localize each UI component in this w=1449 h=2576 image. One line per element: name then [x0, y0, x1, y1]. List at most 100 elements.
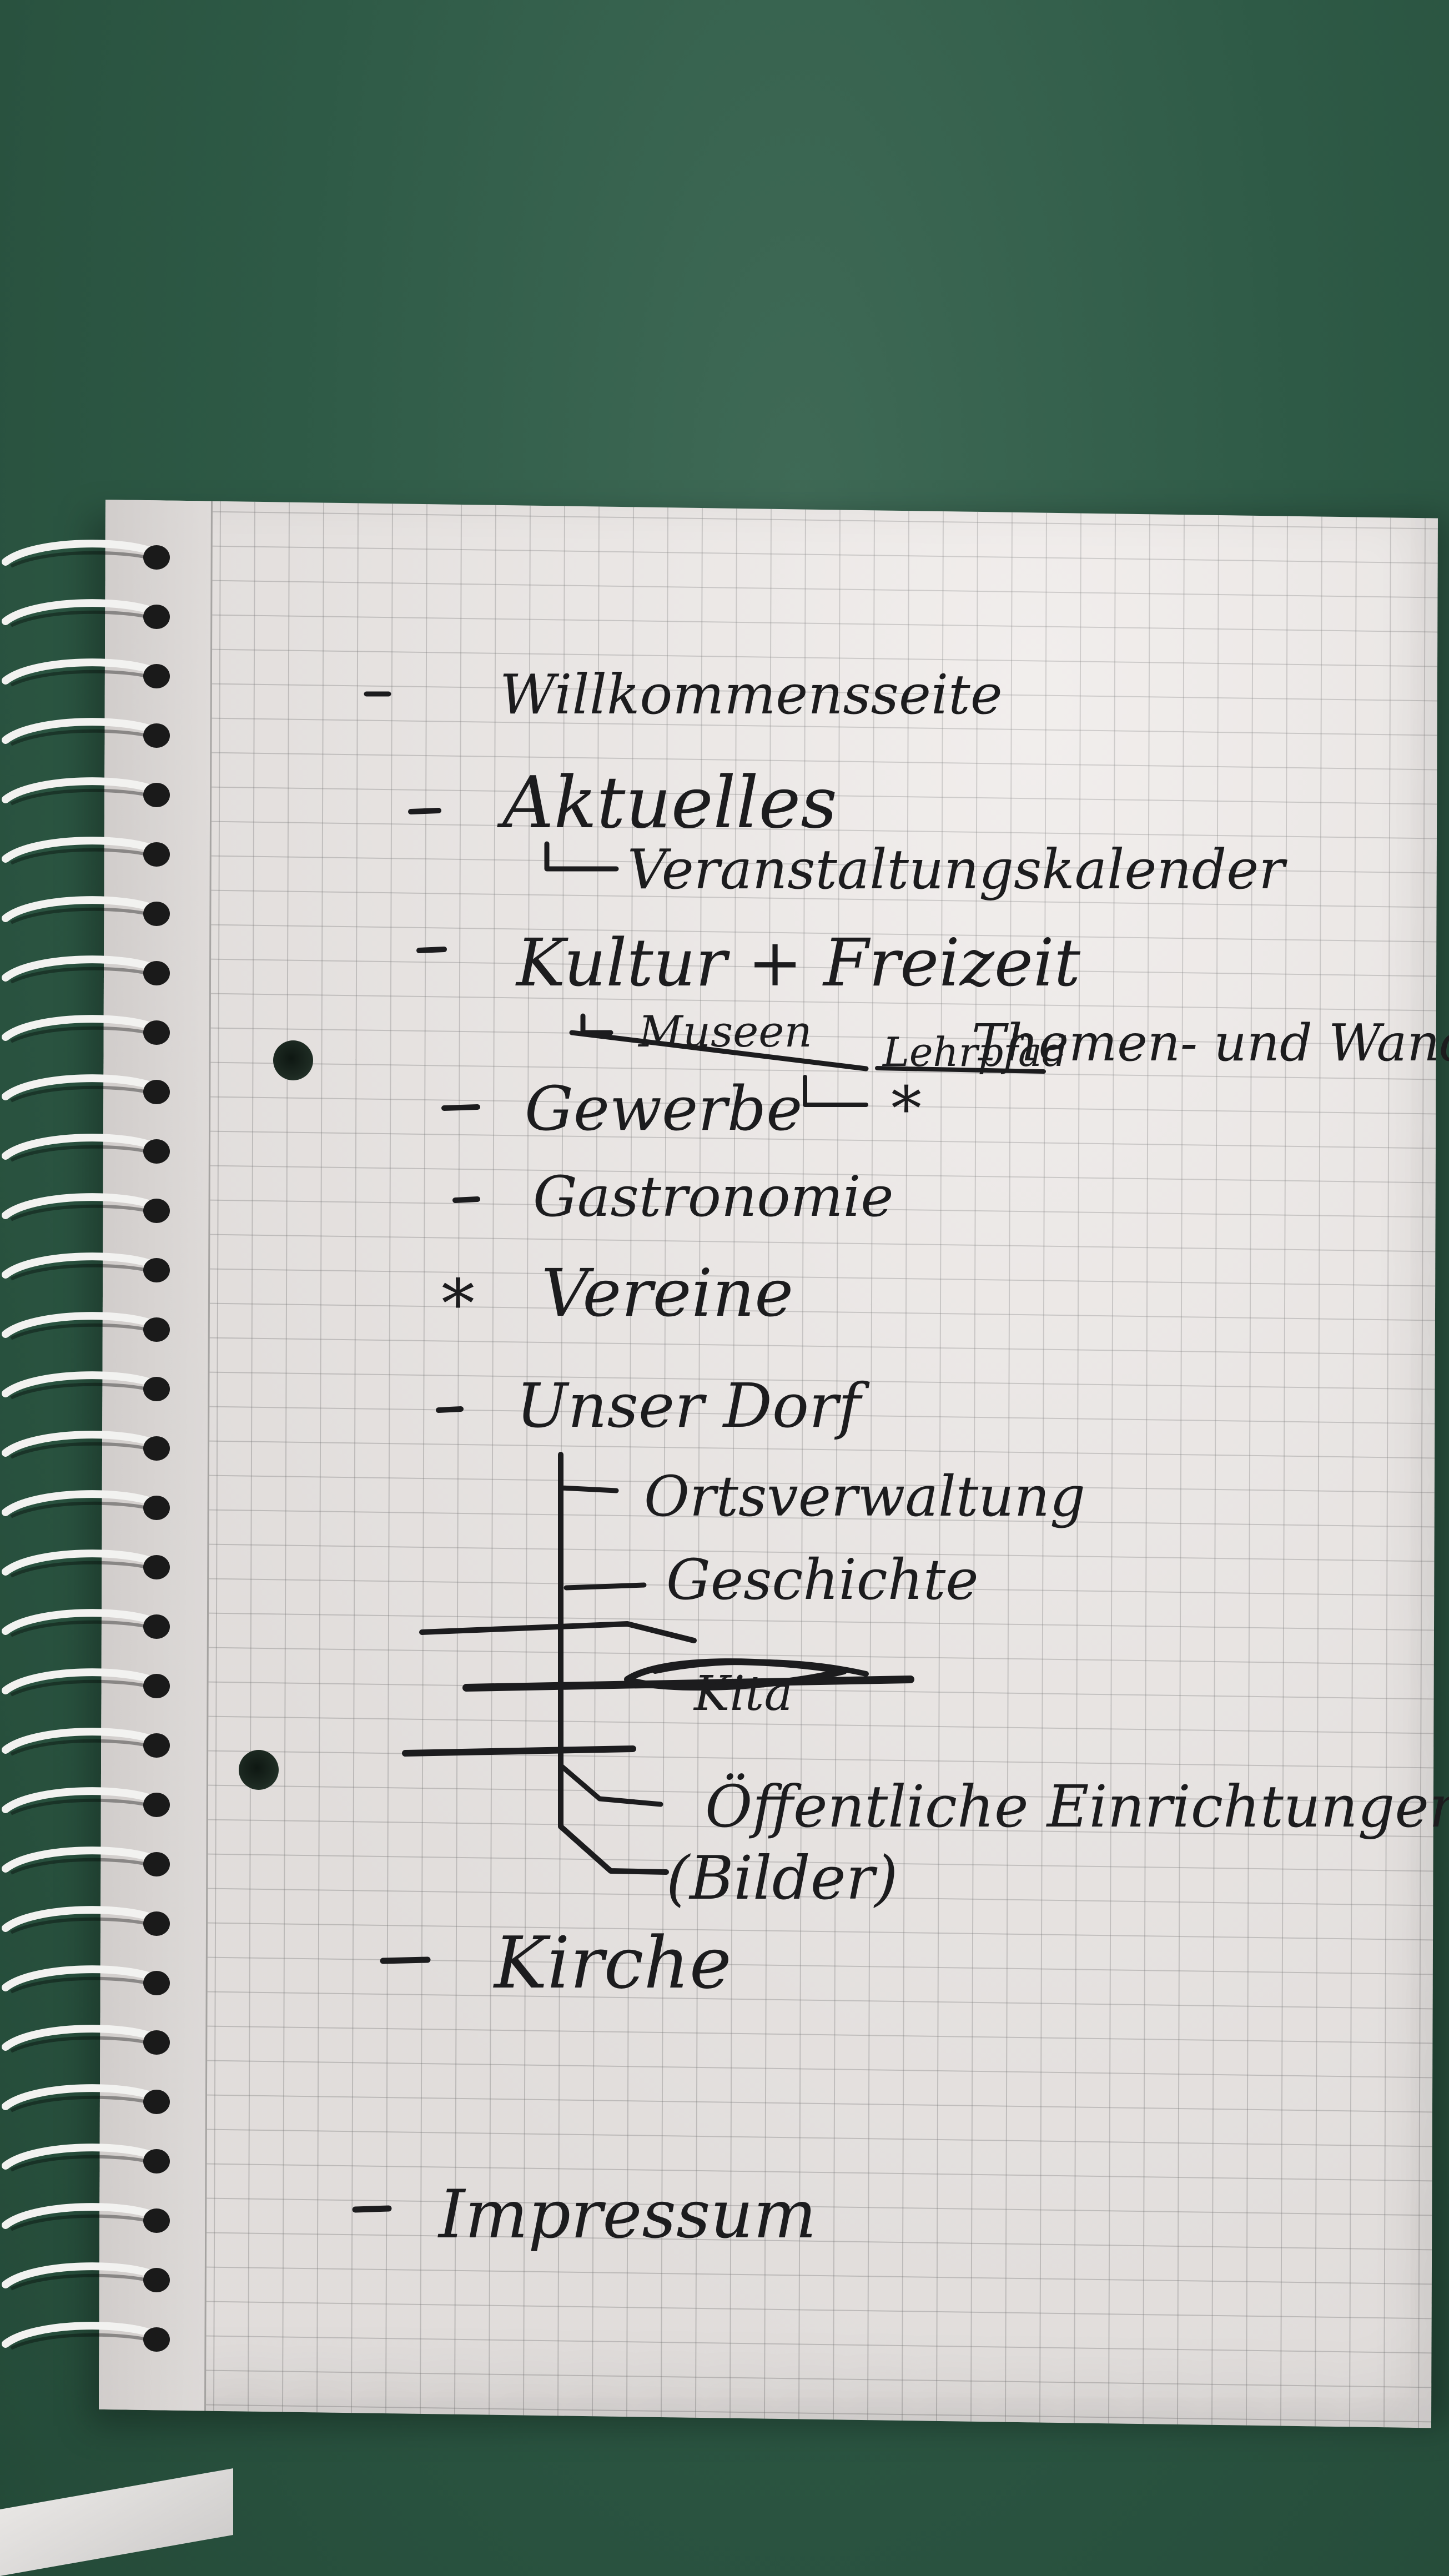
spiral-ring [2, 2025, 162, 2051]
spiral-ring-shadow [10, 1501, 157, 1518]
spiral-ring [2, 2322, 162, 2348]
note-geschichte: Geschichte [666, 1547, 979, 1612]
spiral-hole [143, 902, 170, 926]
spiral-hole [143, 1496, 170, 1520]
spiral-ring [2, 2262, 162, 2288]
spiral-ring-shadow [10, 1442, 157, 1459]
spiral-hole [143, 961, 170, 985]
spiral-hole [143, 1793, 170, 1817]
spiral-ring [2, 1668, 162, 1694]
spiral-hole [143, 1852, 170, 1876]
spiral-ring-shadow [10, 1323, 157, 1340]
spiral-ring-shadow [10, 1798, 157, 1815]
spiral-hole [143, 1258, 170, 1282]
spiral-hole [143, 664, 170, 688]
note-vereine: Vereine [541, 1255, 793, 1331]
spiral-hole [143, 1199, 170, 1223]
spiral-hole [143, 1674, 170, 1698]
spiral-ring-shadow [10, 2273, 157, 2291]
note-gastronomie: Gastronomie [533, 1164, 894, 1229]
spiral-hole [143, 2268, 170, 2292]
spiral-hole [143, 1020, 170, 1045]
note-kultur-freizeit: Kultur + Freizeit [515, 924, 1081, 1001]
spiral-ring-shadow [10, 848, 157, 865]
note-ortsverwaltung: Ortsverwaltung [644, 1464, 1085, 1529]
spiral-ring [2, 1728, 162, 1754]
list-dashes [352, 691, 480, 2213]
spiral-ring [2, 1906, 162, 1932]
spiral-hole [143, 2149, 170, 2174]
spiral-hole [143, 1971, 170, 1995]
spiral-ring [2, 1965, 162, 1991]
spiral-ring-shadow [10, 2155, 157, 2172]
spiral-ring [2, 1431, 162, 1457]
spiral-ring [2, 718, 162, 744]
spiral-hole [143, 1911, 170, 1936]
spiral-ring-shadow [10, 1858, 157, 1875]
spiral-ring [2, 1609, 162, 1635]
spiral-hole [143, 783, 170, 807]
spiral-ring [2, 1015, 162, 1041]
spiral-ring-shadow [10, 967, 157, 984]
note-kita-struck: Kita [693, 1666, 793, 1722]
spiral-ring-shadow [10, 610, 157, 627]
spiral-ring-shadow [10, 1561, 157, 1578]
spiral-ring [2, 658, 162, 685]
spiral-ring [2, 2144, 162, 2170]
note-kirche: Kirche [493, 1922, 732, 2005]
spiral-ring [2, 540, 162, 566]
spiral-ring [2, 1252, 162, 1279]
spiral-ring [2, 1371, 162, 1397]
spiral-hole [143, 2030, 170, 2055]
note-museen: Museen [637, 1007, 812, 1057]
spiral-hole [143, 1733, 170, 1758]
spiral-hole [143, 2327, 170, 2352]
spiral-ring-shadow [10, 907, 157, 924]
spiral-ring [2, 1490, 162, 1516]
note-star-kultur: * [891, 1073, 922, 1144]
spiral-hole [143, 1139, 170, 1164]
spiral-ring-shadow [10, 2036, 157, 2053]
note-star-vereine: * [441, 1266, 475, 1343]
punch-hole-top [273, 1040, 313, 1080]
struck-out-scribbles [402, 1066, 1046, 1757]
spiral-ring-shadow [10, 1264, 157, 1281]
spiral-ring-shadow [10, 788, 157, 806]
punch-hole-bottom [239, 1750, 279, 1790]
spiral-ring [2, 1847, 162, 1873]
spiral-ring-shadow [10, 2095, 157, 2112]
spiral-ring-shadow [10, 2333, 157, 2350]
spiral-ring [2, 1074, 162, 1100]
spiral-hole [143, 1614, 170, 1639]
spiral-ring-shadow [10, 1085, 157, 1103]
spiral-hole [143, 1080, 170, 1104]
spiral-ring [2, 1549, 162, 1576]
spiral-hole [143, 2090, 170, 2114]
spiral-ring [2, 896, 162, 922]
note-oeffentliche-einrichtungen: Öffentliche Einrichtungen [705, 1773, 1449, 1840]
spiral-ring-shadow [10, 1026, 157, 1043]
spiral-ring-shadow [10, 1145, 157, 1162]
spiral-ring-shadow [10, 1739, 157, 1756]
note-impressum: Impressum [437, 2176, 817, 2253]
spiral-ring-shadow [10, 670, 157, 687]
spiral-ring [2, 2203, 162, 2229]
spiral-hole [143, 545, 170, 570]
spiral-hole [143, 1555, 170, 1579]
spiral-ring-shadow [10, 1679, 157, 1697]
spiral-hole [143, 1317, 170, 1342]
note-gewerbe: Gewerbe [525, 1073, 802, 1144]
note-veranstaltungskalender: Veranstaltungskalender [627, 838, 1287, 902]
spiral-ring-shadow [10, 551, 157, 568]
spiral-hole [143, 2208, 170, 2233]
note-willkommen: Willkommensseite [500, 663, 1003, 727]
spiral-hole [143, 605, 170, 629]
spiral-ring [2, 837, 162, 863]
spiral-ring [2, 1312, 162, 1338]
spiral-ring-shadow [10, 1976, 157, 1994]
spiral-ring-shadow [10, 729, 157, 746]
note-unser-dorf: Unser Dorf [516, 1370, 870, 1441]
spiral-ring [2, 599, 162, 625]
spiral-ring [2, 2084, 162, 2110]
